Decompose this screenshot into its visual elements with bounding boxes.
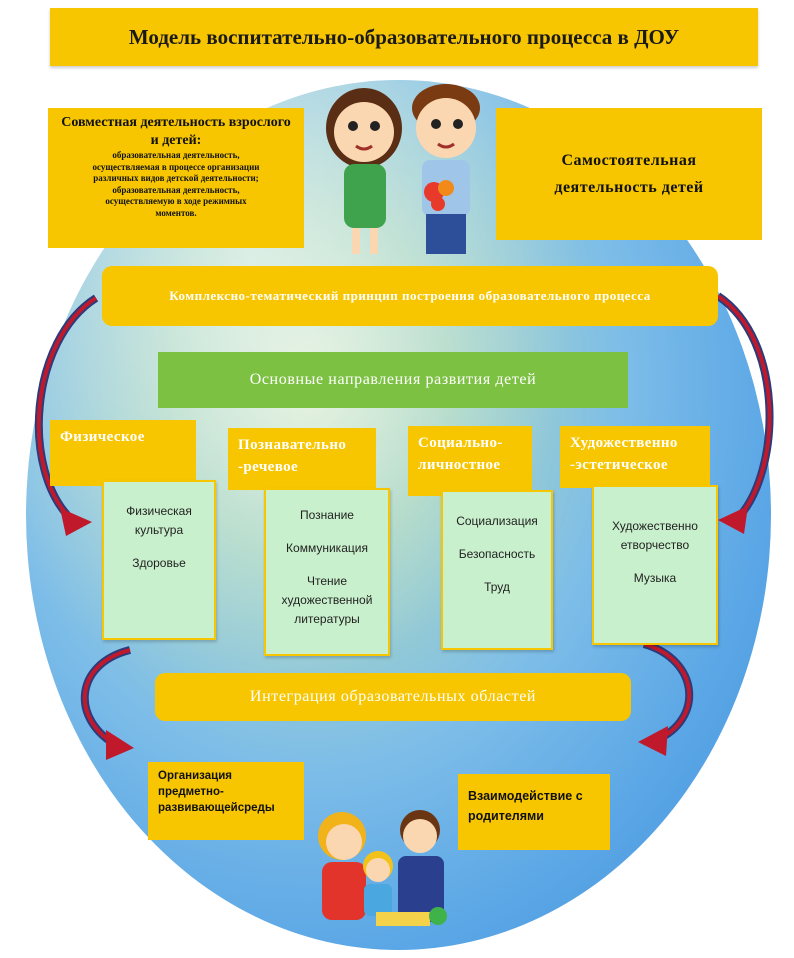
area-item: Здоровье xyxy=(132,556,186,570)
area-item: Социализация xyxy=(456,514,538,528)
left-upper-arrow xyxy=(34,294,99,523)
area-item: Музыка xyxy=(633,571,677,585)
area-item: Физическая культура xyxy=(126,504,192,537)
page-title: Модель воспитательно-образовательного пр… xyxy=(50,8,758,66)
right-upper-arrow xyxy=(715,292,774,521)
area-item: Коммуникация xyxy=(286,541,368,555)
left-upper-arrowhead xyxy=(60,508,92,536)
directions-banner: Основные направления развития детей xyxy=(158,352,628,408)
principle-banner: Комплексно-тематический принцип построен… xyxy=(102,266,718,326)
joint-activity-line: осуществляемую в ходе режимных xyxy=(105,196,247,206)
left-lower-arrowhead xyxy=(106,730,134,760)
joint-activity-line: различных видов детской деятельности; xyxy=(93,173,259,183)
joint-activity-box: Совместная деятельность взрослого и дете… xyxy=(48,108,304,248)
parents-interaction-box: Взаимодействие с родителями xyxy=(458,774,610,850)
joint-activity-heading: Совместная деятельность взрослого и дете… xyxy=(61,115,291,148)
area-item: Чтение художественной литературы xyxy=(281,574,373,626)
right-lower-arrow xyxy=(642,640,694,744)
area-item: Безопасность xyxy=(458,547,536,561)
area-social-items: Социализация Безопасность Труд xyxy=(441,490,553,650)
area-social-header: Социально-личностное xyxy=(408,426,532,496)
area-cognitive-header: Познавательно -речевое xyxy=(228,428,376,490)
joint-activity-line: осуществляемая в процессе организации xyxy=(92,161,260,172)
joint-activity-line: образовательная деятельность, xyxy=(112,184,240,195)
area-cognitive-items: Познание Коммуникация Чтение художествен… xyxy=(264,488,390,656)
area-physical-header: Физическое xyxy=(50,420,196,486)
area-physical-items: Физическая культура Здоровье xyxy=(102,480,216,640)
area-artistic-header: Художественно -эстетическое xyxy=(560,426,710,488)
area-item: Труд xyxy=(484,580,510,594)
area-item: Художественно етворчество xyxy=(612,519,698,552)
organization-box: Организация предметно-развивающейсреды xyxy=(148,762,304,840)
area-item: Познание xyxy=(300,508,354,522)
independent-activity-box: Самостоятельная деятельность детей xyxy=(496,108,762,240)
integration-banner: Интеграция образовательных областей xyxy=(155,673,631,721)
joint-activity-line: моментов. xyxy=(155,207,197,218)
joint-activity-line: образовательная деятельность, xyxy=(112,150,240,160)
right-upper-arrowhead xyxy=(718,506,748,534)
children-illustration xyxy=(326,84,480,254)
right-lower-arrowhead xyxy=(638,726,668,756)
area-artistic-items: Художественно етворчество Музыка xyxy=(592,485,718,645)
family-illustration xyxy=(318,810,447,926)
